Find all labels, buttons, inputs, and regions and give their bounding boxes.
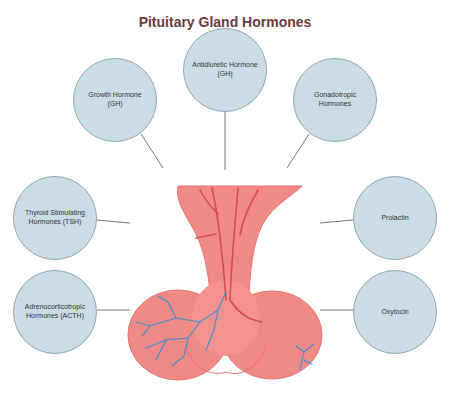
leader-line xyxy=(97,310,130,311)
leader-line xyxy=(287,134,309,168)
vessel xyxy=(230,188,238,300)
vein xyxy=(142,326,150,336)
leader-line xyxy=(225,112,226,170)
blood-vessels xyxy=(196,188,262,322)
hormone-name: Growth Hormone (GH) xyxy=(74,91,156,109)
hormone-circle: Gonadotropic Hormones xyxy=(293,58,377,142)
pituitary-gland xyxy=(128,186,322,380)
vein xyxy=(206,310,218,350)
leader-line xyxy=(320,220,353,223)
vein xyxy=(158,296,176,318)
vein xyxy=(146,322,200,348)
hormone-name: Gonadotropic Hormones xyxy=(294,91,376,109)
vein xyxy=(300,344,314,370)
vessel xyxy=(240,190,258,235)
vein xyxy=(296,346,304,352)
vein xyxy=(172,338,188,366)
veins xyxy=(136,292,314,370)
vessel xyxy=(196,234,216,238)
hormone-name: Prolactin xyxy=(373,214,416,223)
hormone-circle: Adrenocorticotropic Hormones (ACTH) xyxy=(13,270,97,354)
leader-line xyxy=(97,220,130,223)
hormone-circle: Thyroid Stimulating Hormones (TSH) xyxy=(13,176,97,260)
leader-lines xyxy=(97,112,353,310)
vein xyxy=(304,360,312,364)
hormone-circle: Antidiuretic Hormone (GH) xyxy=(183,28,267,112)
hormone-circle: Growth Hormone (GH) xyxy=(73,58,157,142)
lobe-shading xyxy=(186,345,266,373)
vein xyxy=(136,292,226,326)
leader-line xyxy=(320,310,353,311)
vein xyxy=(156,340,166,360)
hormone-name: Thyroid Stimulating Hormones (TSH) xyxy=(14,209,96,227)
hormone-name: Adrenocorticotropic Hormones (ACTH) xyxy=(14,303,96,321)
hormone-circle: Prolactin xyxy=(353,176,437,260)
hormone-name: Oxytocin xyxy=(373,308,416,317)
leader-line xyxy=(141,134,163,168)
hormone-circle: Oxytocin xyxy=(353,270,437,354)
vessel xyxy=(212,188,226,300)
hormone-name: Antidiuretic Hormone (GH) xyxy=(184,61,266,79)
pituitary-stalk xyxy=(177,186,302,294)
vessel xyxy=(230,300,262,322)
vessel xyxy=(200,190,218,214)
